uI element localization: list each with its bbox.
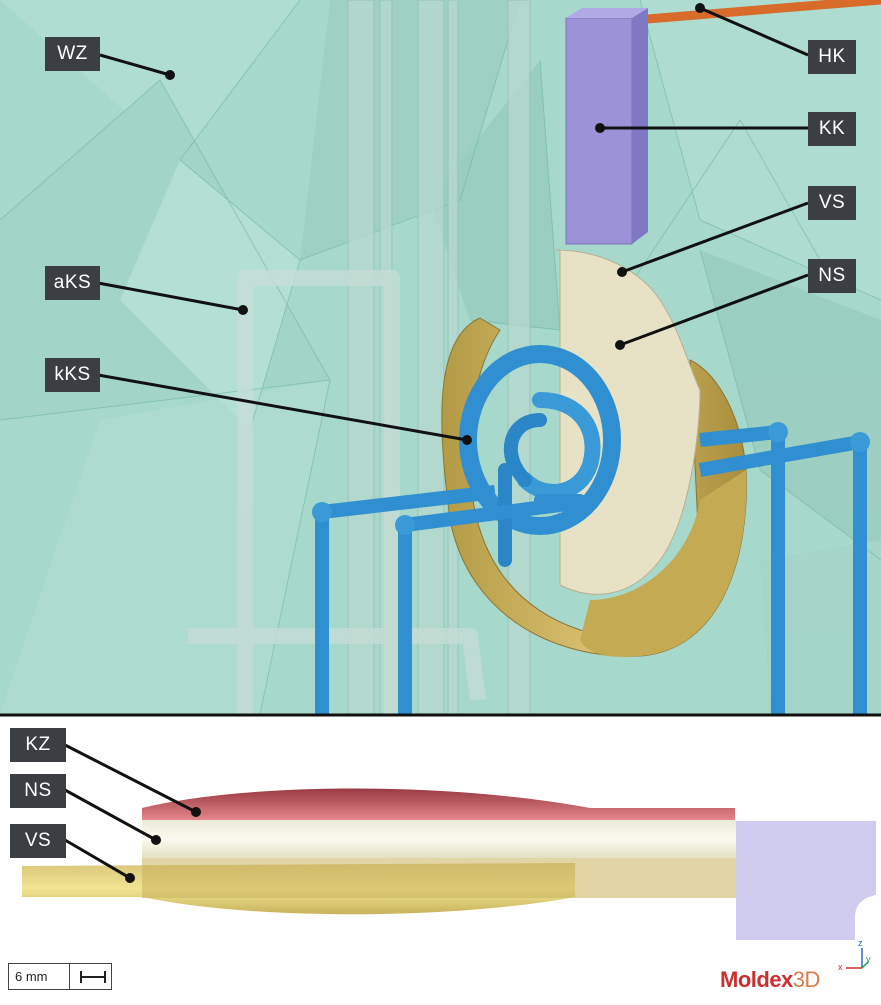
mesh-lines (0, 0, 881, 715)
label-aks: aKS (45, 266, 100, 300)
leader-lines (64, 6, 809, 880)
pipe-joints (312, 422, 870, 535)
post-part-ns-section (142, 820, 736, 858)
moldex3d-logo: Moldex3D (720, 967, 820, 993)
label-wz: WZ (45, 37, 100, 71)
section-view (0, 717, 881, 1000)
leader-dots (125, 3, 705, 883)
label-ns-section: NS (10, 774, 66, 808)
label-hk: HK (808, 40, 856, 74)
front-part-vs-rear (142, 858, 736, 898)
mold-3d-view (0, 0, 881, 715)
scale-bar-ruler-icon (80, 971, 106, 983)
label-kz: KZ (10, 728, 66, 762)
scale-bar-divider (69, 964, 70, 989)
external-cooling-channel-aks (188, 270, 486, 714)
logo-part2: 3D (792, 967, 821, 992)
logo-part1: Moldex (720, 967, 793, 992)
insert-block-section (736, 821, 876, 940)
label-kks: kKS (45, 358, 100, 392)
axis-z-label: z (858, 938, 863, 948)
insert-block-kk (565, 8, 648, 245)
label-ns: NS (808, 259, 856, 293)
label-vs-section: VS (10, 824, 66, 858)
axis-y-label: y (866, 954, 871, 964)
axis-x-label: x (838, 962, 843, 972)
axis-triad-icon: z x y (832, 938, 872, 976)
label-vs: VS (808, 186, 856, 220)
heating-channel-hk (605, 0, 881, 27)
front-part-side (580, 470, 747, 657)
label-kk: KK (808, 112, 856, 146)
scale-bar: 6 mm (8, 963, 112, 990)
scale-bar-text: 6 mm (15, 969, 48, 984)
cavity-kz (142, 788, 735, 822)
